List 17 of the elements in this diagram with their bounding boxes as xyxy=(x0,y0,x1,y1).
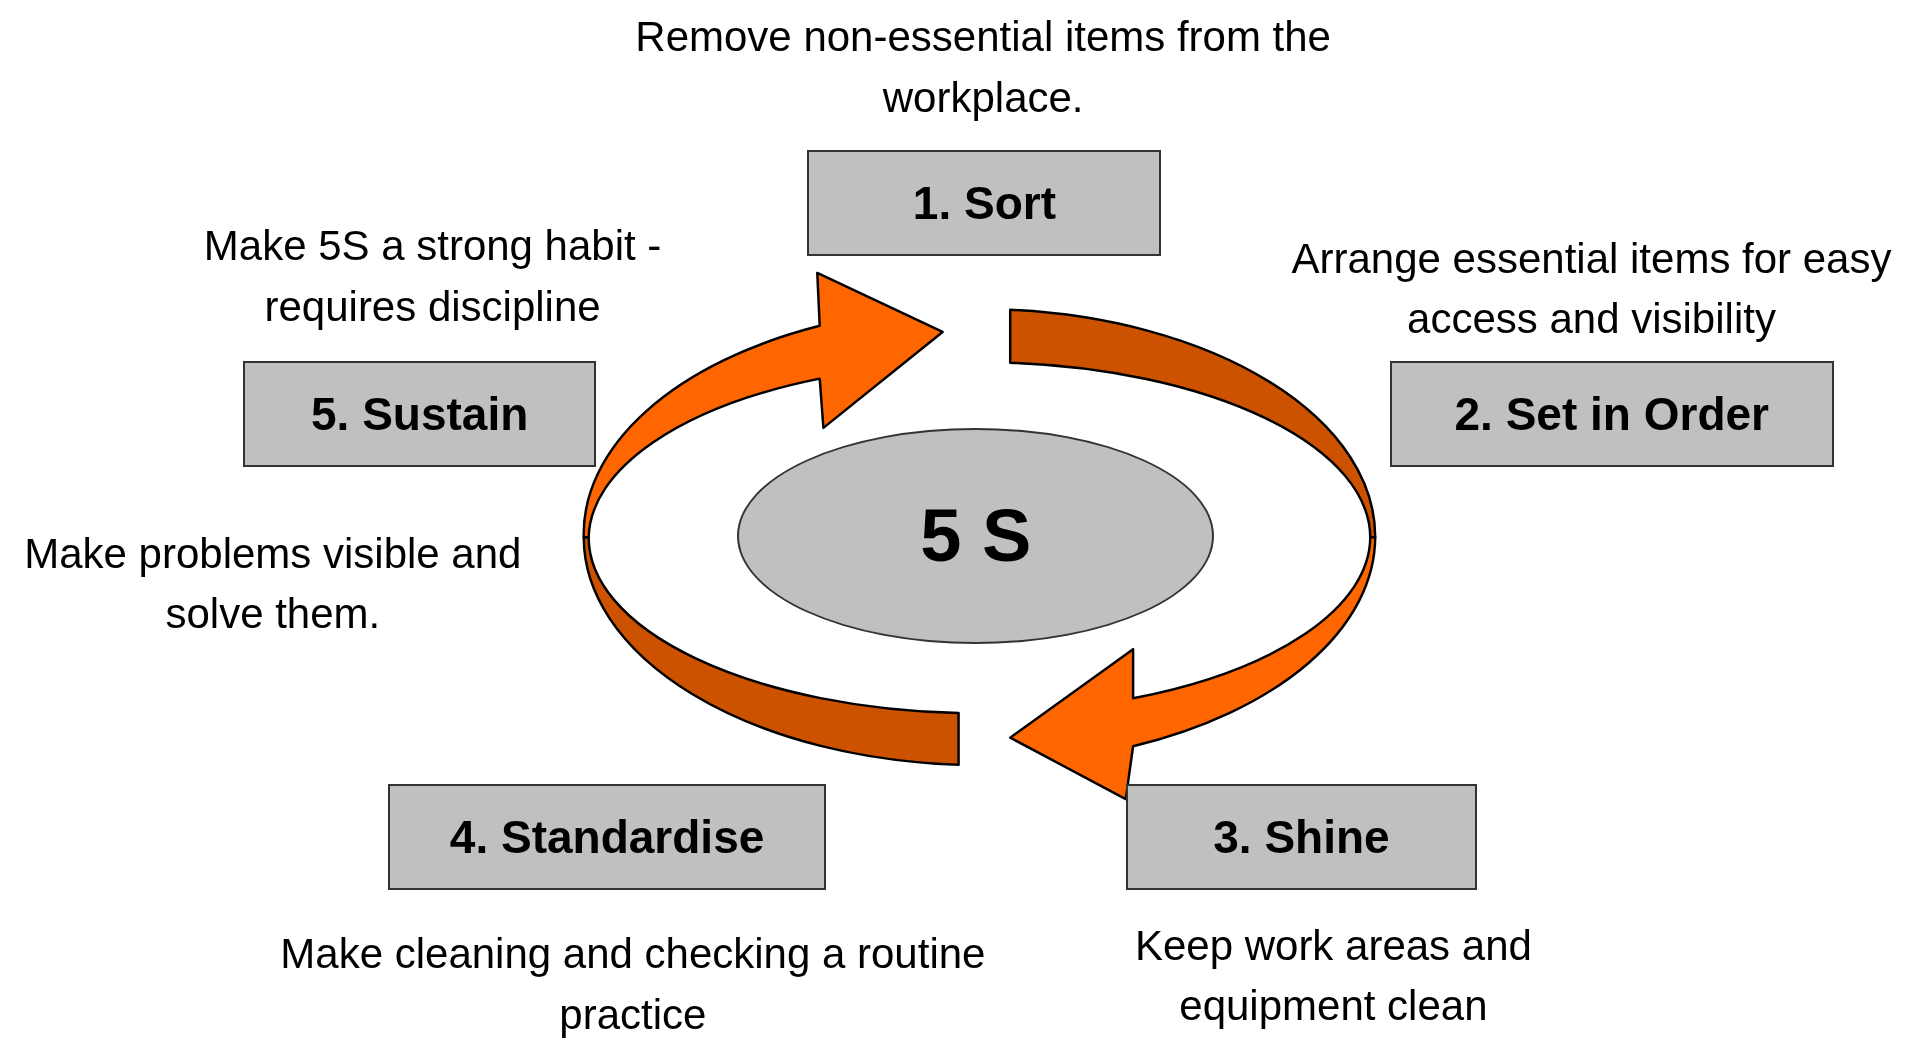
step-label: 4. Standardise xyxy=(449,809,765,864)
center-title: 5 S xyxy=(920,493,1032,579)
step-description: Arrange essential items for easy access and visibility xyxy=(1290,233,1893,345)
step-box xyxy=(1389,361,1834,467)
step-label: 1. Sort xyxy=(912,175,1056,230)
step-box xyxy=(388,784,826,890)
step-description: Keep work areas and equipment clean xyxy=(1133,920,1533,1032)
step-label: 3. Shine xyxy=(1213,809,1390,864)
step-description: Make cleaning and checking a routine practice xyxy=(279,929,987,1041)
step-box xyxy=(243,361,597,467)
step-box xyxy=(1125,784,1478,890)
note-text: Make problems visible and solve them. xyxy=(23,528,523,640)
step-description: Make 5S a strong habit - requires discipline xyxy=(202,221,663,333)
step-label: 2. Set in Order xyxy=(1454,387,1769,442)
step-description: Remove non-essential items from the workplace. xyxy=(634,12,1332,124)
step-label: 5. Sustain xyxy=(311,387,529,442)
step-box xyxy=(807,149,1162,256)
